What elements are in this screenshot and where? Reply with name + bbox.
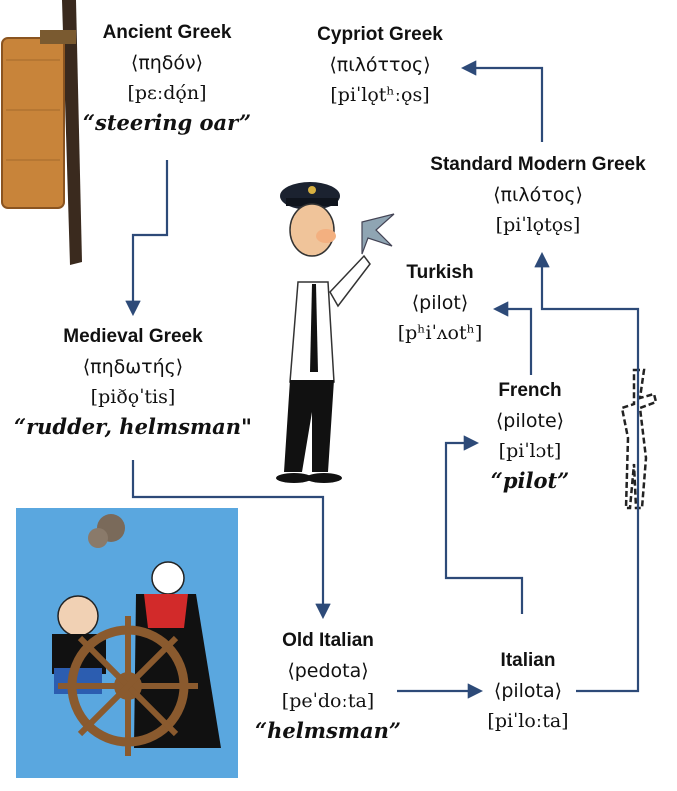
popeye-helmsman-illustration <box>16 508 238 778</box>
gloss: “steering oar” <box>82 110 252 136</box>
language-name: Turkish <box>406 262 474 283</box>
node-old-italian: Old Italian ⟨pedota⟩ [peˈdoːta] “helmsma… <box>240 630 416 744</box>
arrow-standard-to-cypriot <box>460 60 544 142</box>
word-form: ⟨πιλόττος⟩ <box>329 53 431 76</box>
word-form: ⟨πηδωτής⟩ <box>82 355 184 378</box>
steering-oar-illustration <box>1 0 82 265</box>
language-name: Ancient Greek <box>102 22 232 43</box>
language-name: Old Italian <box>282 630 374 651</box>
node-ancient-greek: Ancient Greek ⟨πηδόν⟩ [pɛːdǫ́n] “steerin… <box>72 22 262 136</box>
word-form: ⟨πηδόν⟩ <box>130 51 204 74</box>
language-name: Italian <box>500 650 556 671</box>
ipa-transcription: [piˈloːta] <box>487 709 569 732</box>
node-cypriot-greek: Cypriot Greek ⟨πιλόττος⟩ [piˈlǫtʰːǫs] <box>290 24 470 106</box>
word-form: ⟨pilota⟩ <box>493 679 563 702</box>
ipa-transcription: [peˈdoːta] <box>281 689 375 712</box>
ipa-transcription: [piðǫˈtis] <box>90 385 176 408</box>
arrow-italian-to-french <box>444 435 524 614</box>
gloss: “helmsman” <box>255 718 401 744</box>
ipa-transcription: [pʰiˈʌotʰ] <box>397 321 483 344</box>
arrow-french-to-turkish <box>492 301 533 375</box>
gloss: “rudder, helmsman" <box>14 414 252 440</box>
language-name: French <box>498 380 562 401</box>
node-italian: Italian ⟨pilota⟩ [piˈloːta] <box>468 650 588 732</box>
word-form: ⟨πιλότος⟩ <box>493 183 583 206</box>
arrow-medieval-to-old-italian <box>131 460 331 620</box>
node-medieval-greek: Medieval Greek ⟨πηδωτής⟩ [piðǫˈtis] “rud… <box>0 326 266 440</box>
language-name: Cypriot Greek <box>317 24 443 45</box>
word-form: ⟨pilote⟩ <box>495 409 565 432</box>
ipa-transcription: [pɛːdǫ́n] <box>127 81 207 104</box>
arrow-italian-to-standard-modern-greek <box>534 251 640 693</box>
arrow-ancient-to-medieval <box>125 160 169 317</box>
word-form: ⟨pilot⟩ <box>411 291 469 314</box>
cartoon-pilot-illustration <box>276 182 395 483</box>
language-name: Medieval Greek <box>63 326 203 347</box>
node-turkish: Turkish ⟨pilot⟩ [pʰiˈʌotʰ] <box>382 262 498 344</box>
node-french: French ⟨pilote⟩ [piˈlɔt] “pilot” <box>468 380 592 494</box>
gloss: “pilot” <box>490 468 570 494</box>
ipa-transcription: [piˈlǫtǫs] <box>495 213 581 236</box>
ipa-transcription: [piˈlɔt] <box>498 439 562 462</box>
ipa-transcription: [piˈlǫtʰːǫs] <box>330 83 430 106</box>
language-name: Standard Modern Greek <box>430 154 646 175</box>
node-standard-modern-greek: Standard Modern Greek ⟨πιλότος⟩ [piˈlǫtǫ… <box>400 154 676 236</box>
word-form: ⟨pedota⟩ <box>287 659 369 682</box>
